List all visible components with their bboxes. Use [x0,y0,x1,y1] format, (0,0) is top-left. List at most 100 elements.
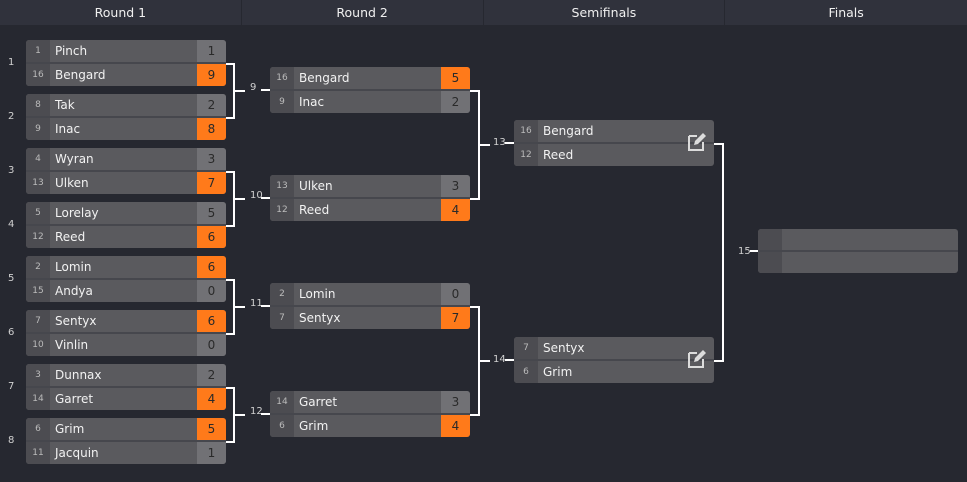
final-match[interactable] [758,229,958,273]
score-cell[interactable]: 0 [197,280,226,302]
score-cell[interactable]: 1 [197,40,226,62]
participant-row[interactable]: 12 Reed 6 [26,226,226,248]
participant-name: Inac [55,122,81,136]
score-cell[interactable]: 4 [197,388,226,410]
participant-row[interactable]: 13 Ulken 7 [26,172,226,194]
final-slot-a[interactable] [758,229,958,252]
edit-icon[interactable] [686,348,708,370]
score-cell[interactable]: 0 [441,283,470,305]
header-finals: Finals [828,5,864,20]
seed-number: 8 [26,94,50,116]
final-slot-b[interactable] [758,252,958,273]
participant-name: Wyran [55,152,94,166]
seed-number: 12 [26,226,50,248]
connector [226,63,234,65]
connector [714,143,723,145]
match-number-10: 10 [250,190,263,201]
score-cell[interactable]: 5 [197,202,226,224]
participant-name: Garret [299,395,338,409]
score-cell[interactable]: 3 [441,175,470,197]
seed-number: 11 [26,442,50,464]
edit-icon[interactable] [686,131,708,153]
score-cell[interactable]: 9 [197,64,226,86]
score-cell[interactable]: 5 [197,418,226,440]
score-cell[interactable]: 5 [441,67,470,89]
participant-name: Grim [55,422,85,436]
score-cell[interactable]: 1 [197,442,226,464]
score-cell[interactable]: 3 [197,148,226,170]
score-cell[interactable]: 3 [441,391,470,413]
score-cell[interactable]: 7 [197,172,226,194]
score-cell[interactable]: 2 [441,91,470,113]
participant-name: Andya [55,284,93,298]
score-cell[interactable]: 4 [441,199,470,221]
score-cell[interactable]: 6 [197,226,226,248]
score-cell[interactable]: 2 [197,94,226,116]
connector [261,305,270,307]
match-number-3: 3 [8,165,15,176]
connector [261,413,270,415]
seed-number: 13 [26,172,50,194]
connector [233,171,235,227]
score-cell[interactable]: 0 [197,334,226,356]
score-cell[interactable]: 6 [197,310,226,332]
score-cell[interactable]: 4 [441,415,470,437]
match-number-13: 13 [493,137,506,148]
participant-name: Reed [55,230,86,244]
score-cell[interactable]: 7 [441,307,470,329]
score-cell[interactable]: 2 [197,364,226,386]
connector [505,142,514,144]
match-number-15: 15 [738,246,751,257]
score-cell[interactable]: 8 [197,118,226,140]
participant-name: Ulken [55,176,89,190]
final-seed-b [758,252,782,273]
participant-name: Bengard [543,124,594,138]
header-semifinals: Semifinals [484,0,726,25]
seed-number: 5 [26,202,50,224]
participant-name: Lomin [55,260,92,274]
seed-number: 2 [270,283,294,305]
seed-number: 7 [514,337,538,359]
score-cell[interactable]: 6 [197,256,226,278]
